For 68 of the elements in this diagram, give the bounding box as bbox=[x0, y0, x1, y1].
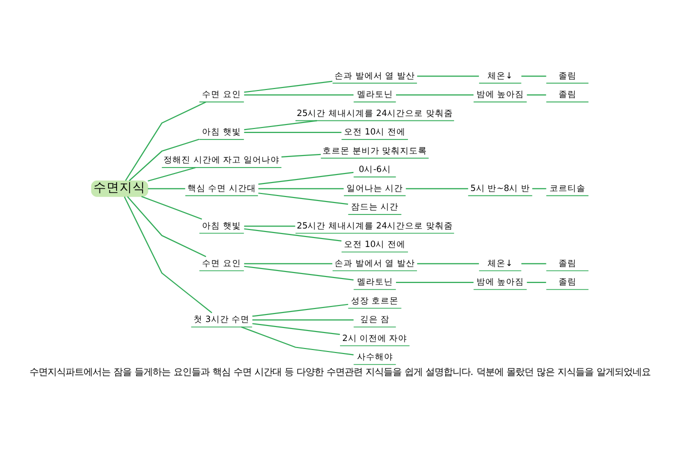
connector bbox=[244, 80, 332, 92]
connector bbox=[406, 188, 468, 189]
connector bbox=[148, 188, 186, 189]
connector bbox=[125, 101, 206, 180]
node-text: 졸림 bbox=[558, 258, 576, 268]
connector bbox=[244, 131, 342, 132]
node-text: 25시간 체내시계를 24시간으로 맞춰줌 bbox=[296, 220, 453, 231]
node-text: 아침 햇빛 bbox=[202, 127, 241, 138]
connector bbox=[258, 188, 344, 189]
connector bbox=[417, 75, 479, 76]
connector bbox=[241, 326, 354, 355]
connector bbox=[526, 281, 546, 282]
node-text: 사수해야 bbox=[356, 352, 393, 362]
connector bbox=[252, 322, 340, 334]
connector bbox=[258, 171, 354, 184]
node-text: 체온↓ bbox=[488, 258, 513, 268]
connector bbox=[244, 262, 332, 264]
node-text: 잠드는 시간 bbox=[350, 202, 399, 212]
connector bbox=[526, 94, 546, 95]
node-text: 0시-6시 bbox=[358, 164, 391, 175]
connector bbox=[244, 120, 318, 130]
node-text: 졸림 bbox=[558, 70, 576, 81]
node-text: 정해진 시간에 자고 일어나야 bbox=[164, 155, 280, 166]
node-box: 수면지식 bbox=[91, 180, 148, 196]
node-text: 밤에 높아짐 bbox=[476, 277, 524, 288]
connector bbox=[244, 225, 296, 226]
node-text: 아침 햇빛 bbox=[202, 220, 241, 231]
node-text: 멜라토닌 bbox=[356, 90, 393, 100]
node-text: 멜라토닌 bbox=[356, 277, 393, 288]
connector bbox=[258, 192, 348, 204]
connector bbox=[281, 153, 321, 157]
node-text: 25시간 체내시계를 24시간으로 맞춰줌 bbox=[296, 108, 453, 118]
node-text: 밤에 높아짐 bbox=[476, 90, 524, 100]
node-text: 성장 호르몬 bbox=[350, 296, 399, 306]
node-text: 첫 3시간 수면 bbox=[194, 314, 250, 325]
node-text: 졸림 bbox=[558, 90, 576, 100]
connector bbox=[532, 188, 546, 189]
connector bbox=[417, 262, 479, 264]
connector bbox=[141, 196, 202, 220]
node-text: 손과 발에서 열 발산 bbox=[334, 70, 415, 81]
connector bbox=[521, 262, 546, 264]
node-text: 핵심 수면 시간대 bbox=[187, 183, 256, 194]
connector bbox=[148, 166, 196, 181]
node-text: 체온↓ bbox=[488, 70, 513, 81]
node-text: 오전 10시 전에 bbox=[344, 127, 406, 138]
connector bbox=[244, 265, 354, 280]
node-text: 코르티솔 bbox=[549, 183, 586, 194]
node-text: 5시 반~8시 반 bbox=[470, 183, 530, 194]
node-text: 2시 이전에 자야 bbox=[342, 333, 408, 344]
connector bbox=[244, 94, 354, 95]
connector bbox=[124, 196, 212, 313]
node-text: 깊은 잠 bbox=[360, 314, 390, 325]
node-text: 졸림 bbox=[558, 277, 576, 288]
connector bbox=[252, 303, 348, 316]
node-text: 호르몬 분비가 맞춰지도록 bbox=[322, 146, 428, 156]
connector bbox=[244, 228, 342, 241]
connector bbox=[128, 138, 200, 181]
connector bbox=[252, 318, 354, 320]
connector bbox=[127, 196, 206, 257]
connector bbox=[396, 281, 474, 282]
node-text: 일어나는 시간 bbox=[346, 183, 404, 194]
node-text: 오전 10시 전에 bbox=[344, 240, 406, 250]
connector bbox=[396, 94, 474, 95]
node-text: 손과 발에서 열 발산 bbox=[334, 258, 415, 268]
node-text: 수면 요인 bbox=[202, 90, 241, 100]
node-text: 수면 요인 bbox=[202, 258, 241, 268]
caption: 수면지식파트에서는 잠을 들게하는 요인들과 핵심 수면 시간대 등 다양한 수면관련 지식들을 쉽게 설명합니다. 덕분에 몰랐던 많은 지식들을 알게되었네요 bbox=[30, 366, 650, 378]
connector bbox=[521, 75, 546, 76]
